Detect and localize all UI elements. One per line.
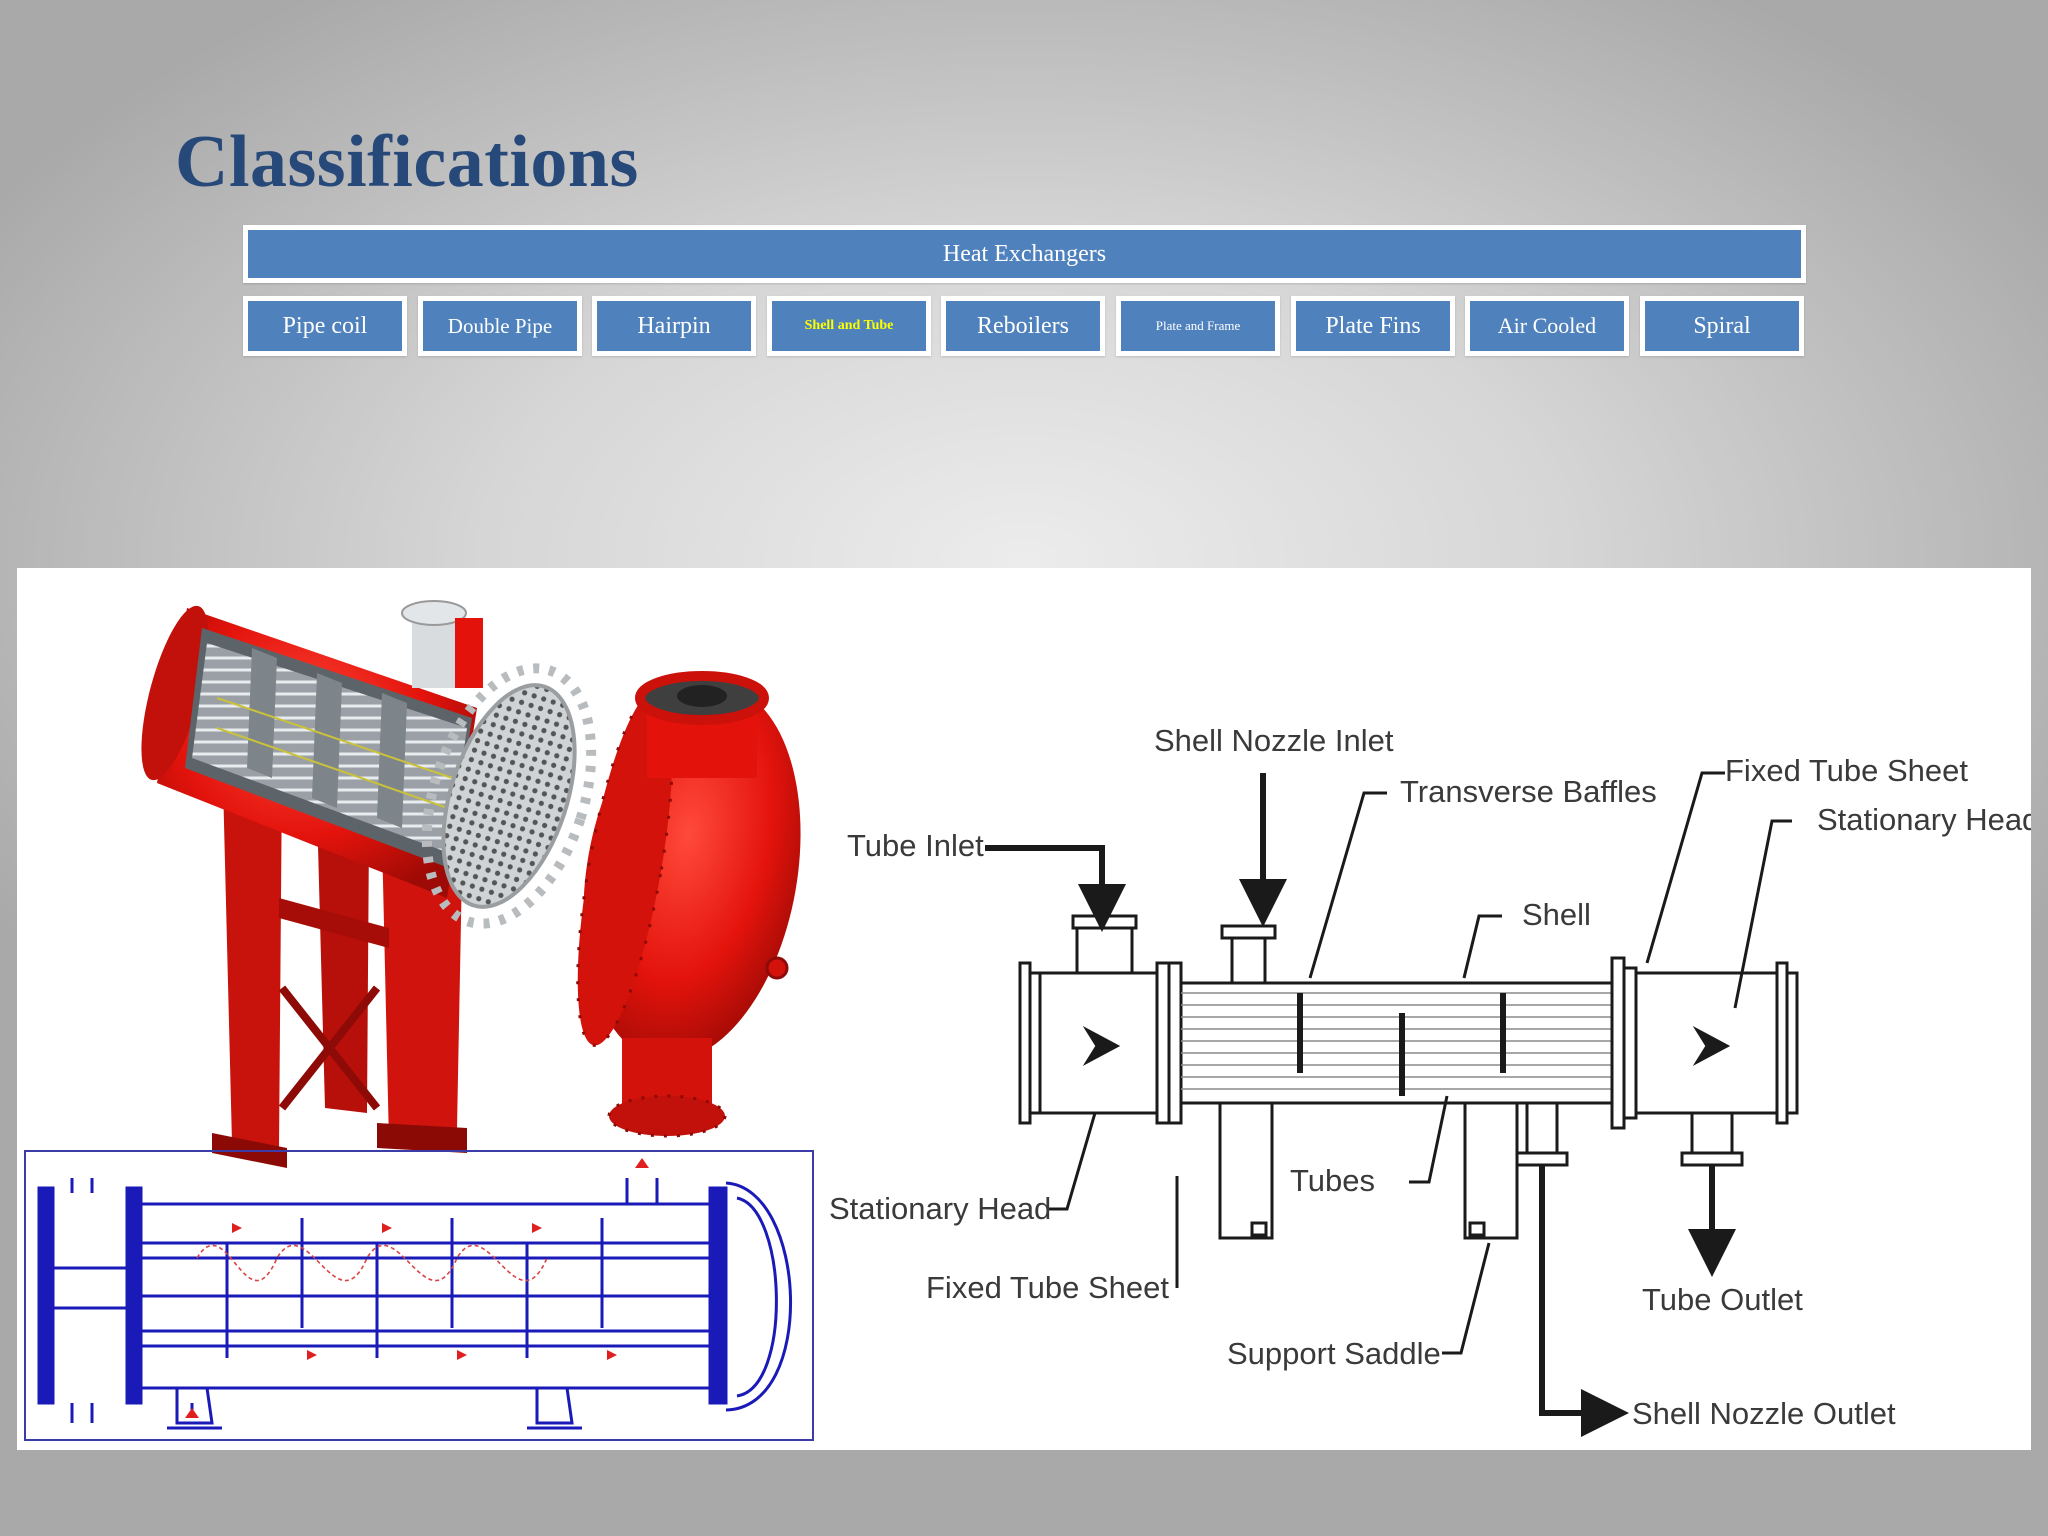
category-label: Double Pipe (447, 313, 553, 338)
category-box-spiral: Spiral (1640, 296, 1804, 356)
category-box-shell-and-tube: Shell and Tube (767, 296, 931, 356)
label-tubes: Tubes (1290, 1163, 1375, 1198)
label-stationary-head-bottom: Stationary Head (829, 1191, 1051, 1226)
category-label: Plate Fins (1325, 312, 1421, 339)
category-label: Plate and Frame (1155, 318, 1241, 333)
category-box-double-pipe: Double Pipe (418, 296, 582, 356)
label-transverse-baffles: Transverse Baffles (1400, 774, 1657, 809)
callout-labels: Shell Nozzle Inlet Transverse Baffles Fi… (829, 723, 2031, 1431)
category-box-plate-fins: Plate Fins (1291, 296, 1455, 356)
label-tube-outlet: Tube Outlet (1642, 1282, 1803, 1317)
heat-exchangers-root-node: Heat Exchangers (243, 225, 1806, 283)
page-title: Classifications (175, 121, 639, 203)
label-shell-nozzle-outlet: Shell Nozzle Outlet (1632, 1396, 1896, 1431)
root-node-label: Heat Exchangers (942, 240, 1107, 267)
blue-baffle-schematic (24, 1150, 814, 1441)
label-stationary-head-top: Stationary Head (1817, 802, 2031, 837)
label-fixed-tube-sheet-bottom: Fixed Tube Sheet (926, 1270, 1169, 1305)
category-box-pipe-coil: Pipe coil (243, 296, 407, 356)
category-box-reboilers: Reboilers (941, 296, 1105, 356)
category-box-plate-and-frame: Plate and Frame (1116, 296, 1280, 356)
category-label: Pipe coil (282, 312, 368, 339)
label-shell: Shell (1522, 897, 1591, 932)
labeled-shell-and-tube-schematic (1018, 914, 1799, 1240)
label-fixed-tube-sheet-top: Fixed Tube Sheet (1725, 753, 1968, 788)
cutaway-heat-exchanger-render (141, 600, 801, 1168)
category-label: Shell and Tube (804, 318, 894, 333)
category-label: Reboilers (977, 312, 1069, 339)
label-shell-nozzle-inlet: Shell Nozzle Inlet (1154, 723, 1394, 758)
label-tube-inlet: Tube Inlet (847, 828, 984, 863)
category-label: Hairpin (637, 312, 711, 339)
callout-leaders (985, 771, 1792, 1437)
category-label: Air Cooled (1497, 313, 1597, 338)
shell-and-tube-illustration: Shell Nozzle Inlet Transverse Baffles Fi… (24, 600, 2031, 1441)
category-label: Spiral (1693, 312, 1751, 339)
label-support-saddle: Support Saddle (1227, 1336, 1441, 1371)
image-panel: Shell Nozzle Inlet Transverse Baffles Fi… (17, 568, 2031, 1450)
category-box-hairpin: Hairpin (592, 296, 756, 356)
category-box-air-cooled: Air Cooled (1465, 296, 1629, 356)
